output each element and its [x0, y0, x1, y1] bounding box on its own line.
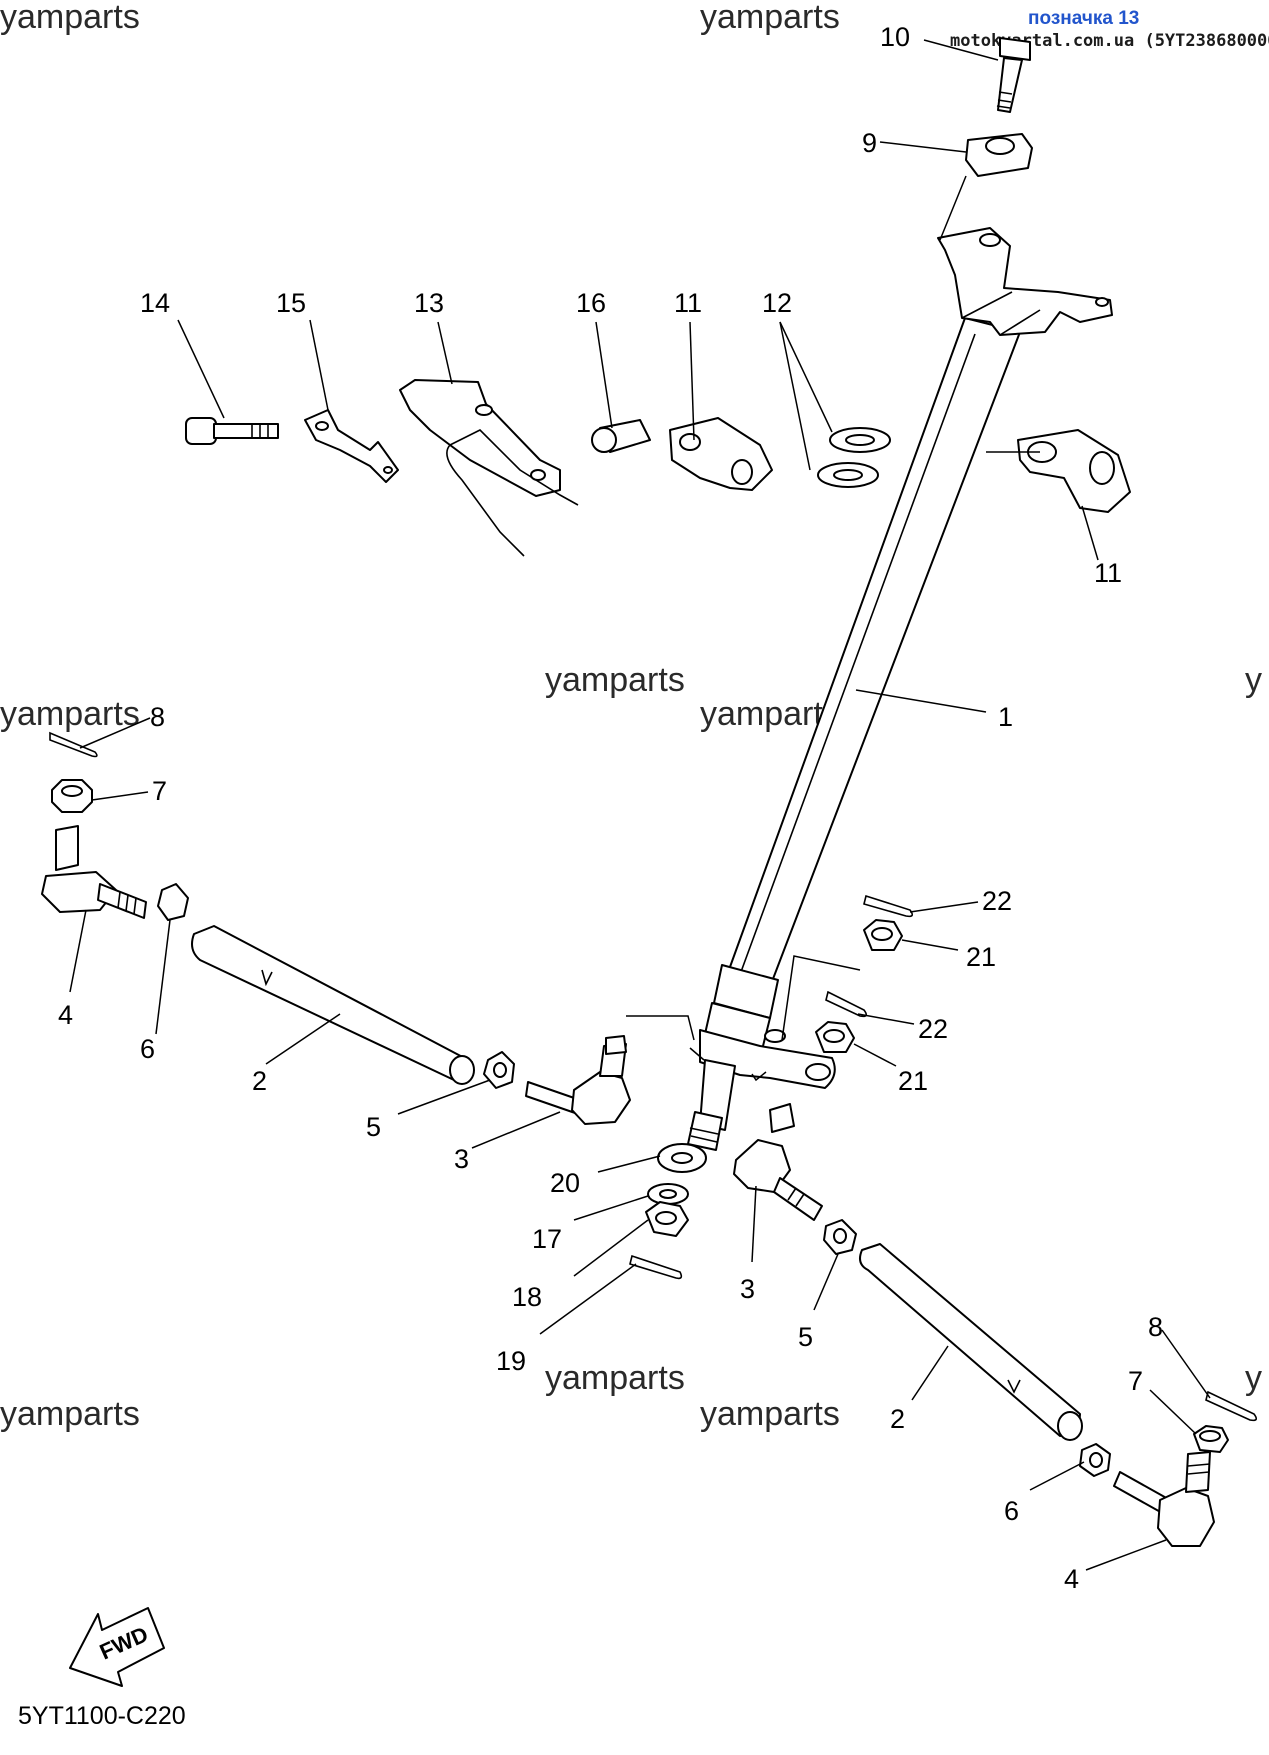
watermark: yamparts	[700, 0, 840, 36]
watermark: yamparts	[545, 1359, 685, 1397]
callout: 20	[550, 1168, 580, 1198]
callout: 8	[150, 702, 165, 732]
plate-15	[304, 409, 399, 483]
watermark: yamparts	[545, 661, 685, 699]
callouts: 10 9 14 15 13 16 11 12 11 1 8 7 4 6 2 5 …	[58, 22, 1163, 1594]
callout: 3	[454, 1144, 469, 1174]
callout: 9	[862, 128, 877, 158]
callout: 21	[966, 942, 996, 972]
callout: 7	[1128, 1366, 1143, 1396]
site-note: motokvartal.com.ua (5YT238680000)	[950, 31, 1269, 51]
nut-21-upper	[863, 919, 903, 951]
steering-column	[687, 317, 1021, 1151]
cotter-pin-22-upper	[863, 894, 914, 918]
callout: 19	[496, 1346, 526, 1376]
tie-rod-end-4-right	[1113, 1451, 1215, 1547]
callout: 21	[898, 1066, 928, 1096]
upper-bracket	[937, 227, 1113, 336]
clamp-9	[965, 133, 1033, 177]
callout: 10	[880, 22, 910, 52]
note-label: позначка 13	[1028, 8, 1139, 29]
callout: 2	[890, 1404, 905, 1434]
sleeve-16	[591, 419, 651, 453]
callout: 5	[366, 1112, 381, 1142]
lever-13	[399, 379, 579, 557]
nut-21-lower	[815, 1021, 855, 1053]
callout: 14	[140, 288, 170, 318]
callout: 1	[998, 702, 1013, 732]
callout: 3	[740, 1274, 755, 1304]
nut-6-right	[1079, 1443, 1111, 1477]
tie-rod-end-4-left	[41, 825, 147, 919]
nut-5-left	[483, 1051, 515, 1089]
diagram-code: 5YT1100-C220	[18, 1702, 186, 1730]
callout: 18	[512, 1282, 542, 1312]
cotter-pin-19	[629, 1254, 683, 1280]
callout: 11	[1094, 558, 1122, 588]
washers-12	[817, 427, 891, 488]
clamp-11-upper	[1017, 429, 1131, 513]
washer-17	[647, 1183, 689, 1205]
clamp-11-lower	[669, 417, 773, 491]
watermark: yamparts	[0, 1395, 140, 1433]
tie-rod-end-3-right	[733, 1103, 823, 1221]
bolt-14	[185, 417, 279, 445]
callout: 17	[532, 1224, 562, 1254]
leader-lines	[69, 39, 1211, 1571]
callout: 7	[152, 776, 167, 806]
callout: 4	[1064, 1564, 1079, 1594]
callout: 15	[276, 288, 306, 318]
callout: 6	[1004, 1496, 1019, 1526]
cotter-pin-8-right	[1205, 1390, 1258, 1422]
fwd-arrow: FWD	[69, 1607, 165, 1687]
watermark: yamparts	[700, 1395, 840, 1433]
watermark: yamparts	[0, 695, 140, 733]
nut-6-left	[157, 883, 189, 921]
callout: 22	[918, 1014, 948, 1044]
cotter-pin-8-left	[49, 731, 98, 758]
bolt-10	[996, 37, 1031, 113]
washer-20	[657, 1143, 707, 1173]
callout: 11	[674, 288, 702, 318]
callout: 22	[982, 886, 1012, 916]
callout: 16	[576, 288, 606, 318]
tie-rod-2-left	[191, 925, 475, 1085]
tie-rod-end-3-left	[525, 1035, 631, 1125]
watermark: y	[1245, 661, 1262, 699]
nut-7-left	[51, 779, 93, 813]
cotter-pin-22-lower	[825, 990, 868, 1018]
callout: 13	[414, 288, 444, 318]
callout: 2	[252, 1066, 267, 1096]
callout: 12	[762, 288, 792, 318]
callout: 6	[140, 1034, 155, 1064]
nut-18	[645, 1201, 689, 1237]
nut-5-right	[823, 1219, 857, 1255]
callout: 4	[58, 1000, 73, 1030]
watermark: yamparts	[0, 0, 140, 36]
tie-rod-2-right	[859, 1243, 1083, 1441]
nut-7-right	[1193, 1425, 1229, 1453]
callout: 5	[798, 1322, 813, 1352]
watermark: y	[1245, 1359, 1262, 1397]
callout: 8	[1148, 1312, 1163, 1342]
